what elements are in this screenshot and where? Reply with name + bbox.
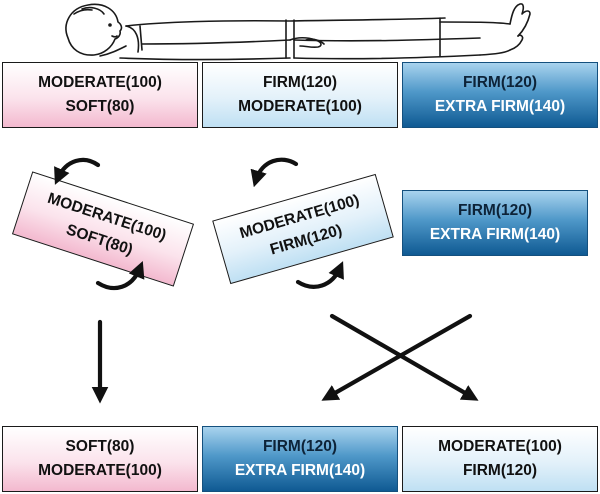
box-line-2: MODERATE(100) — [238, 98, 362, 115]
rotate-arrow-icon — [295, 261, 344, 289]
box-line-2: EXTRA FIRM(140) — [234, 462, 366, 479]
top-box-middle: FIRM(120) MODERATE(100) — [202, 62, 398, 128]
box-line-1: FIRM(120) — [462, 74, 538, 91]
box-line-2: EXTRA FIRM(140) — [434, 98, 566, 115]
reclining-person-icon — [65, 3, 531, 61]
box-line-2: SOFT(80) — [65, 98, 135, 115]
box-line-1: FIRM(120) — [262, 74, 338, 91]
rotate-arrow-icon — [250, 157, 299, 188]
box-line-2: FIRM(120) — [462, 462, 538, 479]
bottom-box-left: SOFT(80) MODERATE(100) — [2, 426, 198, 492]
box-line-2: MODERATE(100) — [38, 462, 162, 479]
bottom-box-middle: FIRM(120) EXTRA FIRM(140) — [202, 426, 398, 492]
rotate-arrow-icon — [95, 260, 145, 291]
box-line-1: FIRM(120) — [262, 438, 338, 455]
crossing-arrows-icon — [321, 313, 473, 401]
box-line-1: MODERATE(100) — [438, 438, 562, 455]
rotate-arrow-icon — [54, 157, 101, 185]
middle-box-right: FIRM(120) EXTRA FIRM(140) — [402, 190, 588, 256]
box-line-1: SOFT(80) — [65, 438, 135, 455]
top-box-right: FIRM(120) EXTRA FIRM(140) — [402, 62, 598, 128]
box-line-2: EXTRA FIRM(140) — [429, 226, 561, 243]
box-line-1: FIRM(120) — [457, 202, 533, 219]
top-box-left: MODERATE(100) SOFT(80) — [2, 62, 198, 128]
box-line-1: MODERATE(100) — [38, 74, 162, 91]
bottom-box-right: MODERATE(100) FIRM(120) — [402, 426, 598, 492]
